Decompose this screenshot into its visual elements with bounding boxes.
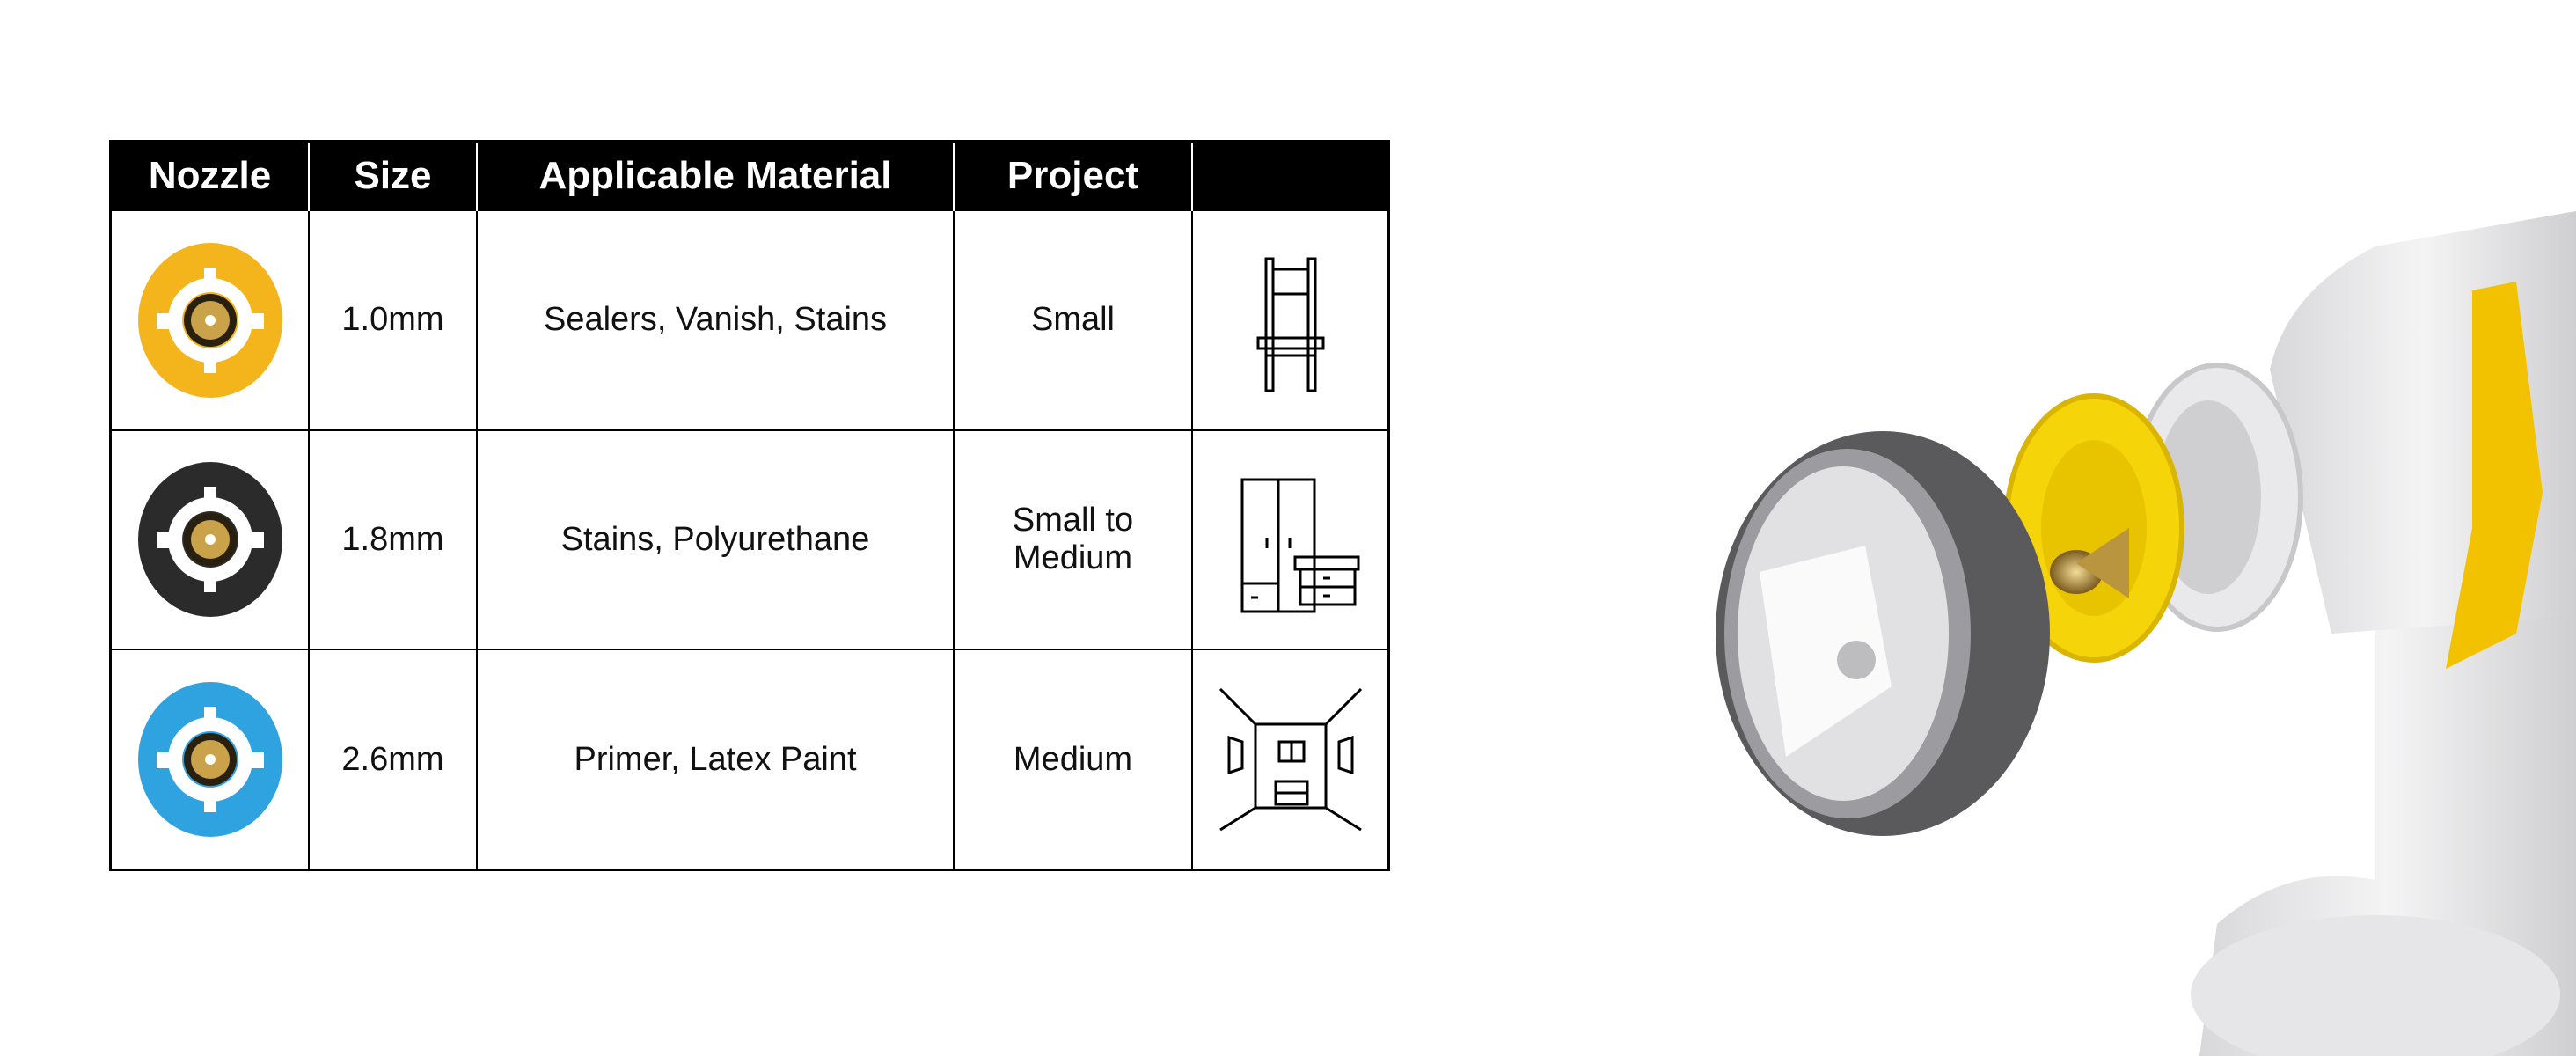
- project-cell: Medium: [953, 649, 1193, 871]
- wardrobe-nightstand-icon: [1240, 478, 1359, 613]
- size-cell: 1.8mm: [308, 429, 478, 651]
- header-size: Size: [308, 141, 477, 210]
- project-cell: Small to Medium: [953, 429, 1193, 651]
- size-cell: 2.6mm: [308, 649, 478, 871]
- table-row: 1.8mm Stains, Polyurethane Small to Medi…: [109, 429, 1390, 651]
- chair-icon: [1256, 257, 1324, 392]
- table-row: 2.6mm Primer, Latex Paint Medium: [109, 649, 1390, 871]
- yellow-nozzle-icon: [137, 242, 282, 398]
- nozzle-cell: [109, 209, 310, 431]
- header-project: Project: [953, 141, 1192, 210]
- paint-sprayer-image: [1716, 211, 2576, 1056]
- material-cell: Sealers, Vanish, Stains: [476, 209, 955, 431]
- header-material: Applicable Material: [476, 141, 954, 210]
- project-cell: Small: [953, 209, 1193, 431]
- blue-nozzle-icon: [137, 682, 282, 838]
- table-row: 1.0mm Sealers, Vanish, Stains Small: [109, 209, 1390, 431]
- header-nozzle: Nozzle: [110, 141, 309, 210]
- bedroom-icon: [1218, 688, 1362, 832]
- nozzle-table: Nozzle Size Applicable Material Project …: [109, 140, 1390, 871]
- size-cell: 1.0mm: [308, 209, 478, 431]
- material-cell: Stains, Polyurethane: [476, 429, 955, 651]
- project-icon-cell: [1191, 209, 1390, 431]
- table-header: Nozzle Size Applicable Material Project: [110, 141, 1389, 210]
- material-cell: Primer, Latex Paint: [476, 649, 955, 871]
- header-icon: [1191, 141, 1389, 210]
- project-icon-cell: [1191, 649, 1390, 871]
- black-nozzle-icon: [137, 462, 282, 618]
- project-icon-cell: [1191, 429, 1390, 651]
- nozzle-cell: [109, 429, 310, 651]
- nozzle-cell: [109, 649, 310, 871]
